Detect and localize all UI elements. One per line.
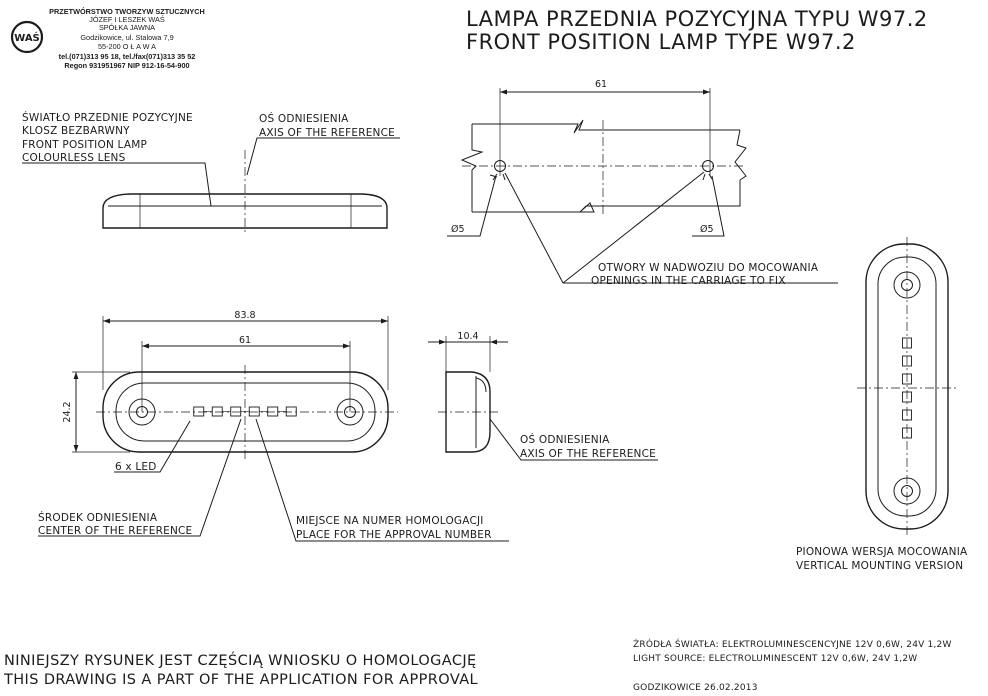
profile-axis-label: OŚ ODNIESIENIA	[520, 433, 610, 446]
vertical-caption: PIONOWA WERSJA MOCOWANIA	[796, 546, 968, 558]
company-line: tel.(071)313 95 18, tel./fax(071)313 35 …	[59, 52, 196, 61]
led-segment	[211, 406, 223, 417]
light-source-polish: ŹRÓDŁA ŚWIATŁA: ELEKTROLUMINESCENCYJNE 1…	[633, 638, 952, 650]
led-segment	[267, 406, 279, 417]
approval-label: MIEJSCE NA NUMER HOMOLOGACJI	[296, 515, 484, 527]
led-count-label: 6 x LED	[115, 461, 157, 473]
footer-english: THIS DRAWING IS A PART OF THE APPLICATIO…	[3, 672, 478, 688]
axis-label: AXIS OF THE REFERENCE	[259, 127, 395, 139]
svg-text:WAŚ: WAŚ	[14, 31, 40, 44]
place-date: GODZIKOWICE 26.02.2013	[633, 683, 758, 693]
hole-diameter-left: Ø5	[451, 224, 465, 235]
led-segment	[902, 337, 912, 349]
openings-label: OTWORY W NADWOZIU DO MOCOWANIA	[598, 262, 819, 274]
hole-spacing-dim: 61	[239, 335, 251, 346]
led-segment	[902, 427, 912, 439]
led-segment	[230, 406, 242, 417]
title-polish: LAMPA PRZEDNIA POZYCYJNA TYPU W97.2	[466, 7, 928, 31]
hole-diameter-right: Ø5	[700, 224, 714, 235]
title-english: FRONT POSITION LAMP TYPE W97.2	[466, 30, 856, 54]
mounting-view: 61 Ø5 Ø5 OTWORY W NADWOZIU DO MOCOWANIA …	[447, 79, 838, 287]
led-segment	[193, 406, 205, 417]
light-source-english: LIGHT SOURCE: ELECTROLUMINESCENT 12V 0,6…	[633, 654, 917, 664]
vertical-caption: VERTICAL MOUNTING VERSION	[796, 560, 963, 572]
lens-label: KLOSZ BEZBARWNY	[22, 125, 130, 137]
led-segment	[902, 355, 912, 367]
side-view: ŚWIATŁO PRZEDNIE POZYCYJNE KLOSZ BEZBARW…	[22, 111, 400, 234]
lens-label: COLOURLESS LENS	[22, 152, 126, 164]
profile-view: 10.4 OŚ ODNIESIENIA AXIS OF THE REFERENC…	[428, 331, 658, 461]
company-block: WAŚ PRZETWÓRSTWO TWORZYW SZTUCZNYCH JÓZE…	[10, 7, 205, 70]
led-segment	[902, 391, 912, 403]
profile-axis-label: AXIS OF THE REFERENCE	[520, 448, 656, 460]
lens-label: ŚWIATŁO PRZEDNIE POZYCYJNE	[22, 111, 193, 124]
company-line: PRZETWÓRSTWO TWORZYW SZTUCZNYCH	[49, 7, 205, 16]
vertical-view: PIONOWA WERSJA MOCOWANIA VERTICAL MOUNTI…	[796, 237, 968, 572]
footer-polish: NINIEJSZY RYSUNEK JEST CZĘŚCIĄ WNIOSKU O…	[4, 651, 477, 669]
height-dim: 24.2	[62, 401, 73, 422]
company-line: Godzikowice, ul. Stalowa 7,9	[80, 33, 173, 42]
company-line: Regon 931951967 NIP 912-16-54-900	[64, 61, 189, 70]
led-segment	[902, 373, 912, 385]
front-view: 83.8 61 24.2 6 x LED ŚRODEK ODNIESIENIA …	[38, 310, 509, 542]
mount-spacing-dim: 61	[595, 79, 607, 90]
center-label: CENTER OF THE REFERENCE	[38, 525, 192, 537]
led-segment	[285, 406, 297, 417]
depth-dim: 10.4	[457, 331, 478, 342]
company-logo: WAŚ	[10, 20, 44, 54]
center-label: ŚRODEK ODNIESIENIA	[38, 511, 158, 524]
company-line: JÓZEF I LESZEK WAŚ	[89, 15, 165, 24]
approval-label: PLACE FOR THE APPROVAL NUMBER	[296, 529, 492, 541]
openings-label: OPENINGS IN THE CARRIAGE TO FIX	[591, 275, 786, 287]
lens-label: FRONT POSITION LAMP	[22, 139, 147, 151]
company-line: 55-200 O Ł A W A	[98, 42, 156, 51]
led-segment	[902, 409, 912, 421]
axis-label: OŚ ODNIESIENIA	[259, 112, 349, 125]
company-line: SPÓŁKA JAWNA	[99, 23, 155, 32]
led-segment	[248, 406, 260, 417]
led-row	[193, 406, 297, 417]
led-column	[902, 337, 912, 439]
overall-width-dim: 83.8	[234, 310, 255, 321]
